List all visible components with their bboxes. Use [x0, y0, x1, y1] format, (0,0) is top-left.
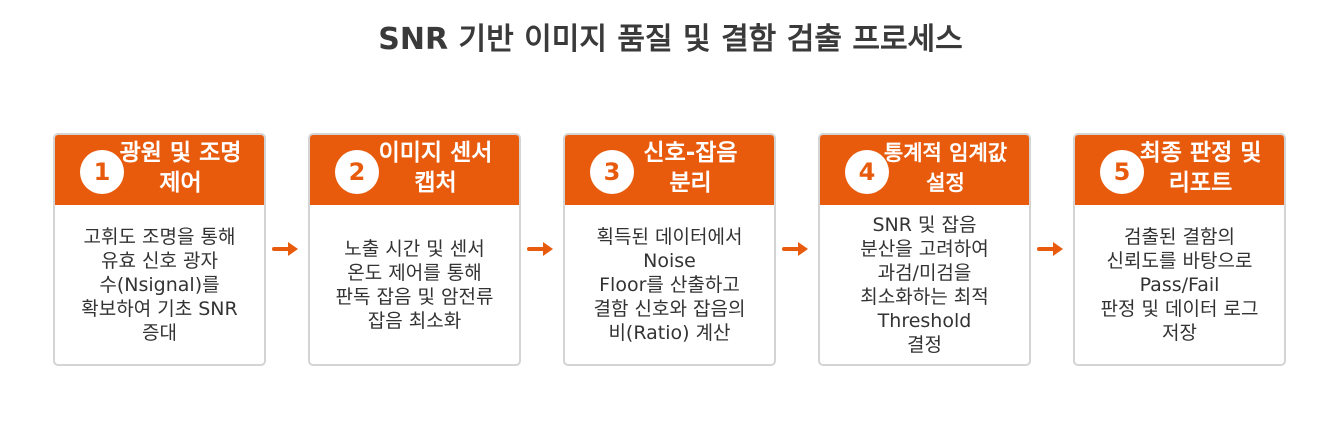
process-step-3: 3 신호-잡음 분리 획득된 데이터에서 Noise Floor를 산출하고 결… — [563, 133, 776, 366]
step-header: 5 최종 판정 및 리포트 — [1075, 135, 1284, 205]
arrow-right-icon — [272, 242, 298, 256]
step-title: 최종 판정 및 리포트 — [1139, 140, 1262, 196]
step-description: SNR 및 잡음 분산을 고려하여 과검/미검을 최소화하는 최적 Thresh… — [860, 213, 989, 356]
step-description: 고휘도 조명을 통해 유효 신호 광자 수(Nsignal)를 확보하여 기초 … — [81, 225, 238, 344]
step-header: 2 이미지 센서 캡처 — [310, 135, 519, 205]
step-description: 검출된 결함의 신뢰도를 바탕으로 Pass/Fail 판정 및 데이터 로그 … — [1100, 225, 1259, 344]
step-number-badge: 3 — [590, 150, 634, 194]
step-number-badge: 5 — [1100, 150, 1144, 194]
step-title: 신호-잡음 분리 — [643, 140, 738, 196]
process-step-4: 4 통계적 임계값 설정 SNR 및 잡음 분산을 고려하여 과검/미검을 최소… — [818, 133, 1031, 366]
step-title: 통계적 임계값 설정 — [883, 141, 1008, 195]
step-number-badge: 4 — [845, 150, 889, 194]
step-header: 4 통계적 임계값 설정 — [820, 135, 1029, 205]
arrow-right-icon — [782, 242, 808, 256]
step-header: 3 신호-잡음 분리 — [565, 135, 774, 205]
process-step-5: 5 최종 판정 및 리포트 검출된 결함의 신뢰도를 바탕으로 Pass/Fai… — [1073, 133, 1286, 366]
step-number-badge: 2 — [335, 150, 379, 194]
process-step-2: 2 이미지 센서 캡처 노출 시간 및 센서 온도 제어를 통해 판독 잡음 및… — [308, 133, 521, 366]
diagram-title: SNR 기반 이미지 품질 및 결함 검출 프로세스 — [378, 22, 963, 57]
step-number-badge: 1 — [80, 150, 124, 194]
step-description: 획득된 데이터에서 Noise Floor를 산출하고 결함 신호와 잡음의 비… — [593, 225, 746, 344]
process-step-1: 1 광원 및 조명 제어 고휘도 조명을 통해 유효 신호 광자 수(Nsign… — [53, 133, 266, 366]
arrow-right-icon — [527, 242, 553, 256]
step-header: 1 광원 및 조명 제어 — [55, 135, 264, 205]
step-title: 이미지 센서 캡처 — [378, 140, 493, 196]
step-title: 광원 및 조명 제어 — [119, 140, 242, 196]
arrow-right-icon — [1037, 242, 1063, 256]
step-description: 노출 시간 및 센서 온도 제어를 통해 판독 잡음 및 암전류 잡음 최소화 — [335, 237, 494, 332]
